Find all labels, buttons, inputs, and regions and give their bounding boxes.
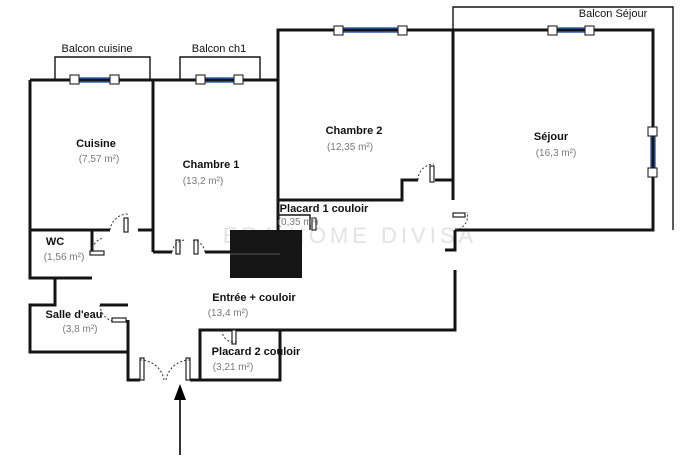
room-name-sejour: Séjour bbox=[534, 131, 569, 143]
room-area-entree: (13,4 m²) bbox=[208, 308, 249, 319]
door-cuisine bbox=[109, 213, 129, 233]
door-chambre2 bbox=[417, 163, 435, 183]
door-wc bbox=[89, 237, 105, 256]
window-sejour-right bbox=[647, 126, 658, 178]
balcony-ch1: Balcon ch1 bbox=[179, 43, 261, 80]
room-area-sejour: (16,3 m²) bbox=[536, 148, 577, 159]
window-chambre1 bbox=[195, 74, 244, 85]
door-salle-deau bbox=[99, 304, 127, 323]
balcony-label-sejour: Balcon Séjour bbox=[579, 8, 648, 20]
balcony-cuisine: Balcon cuisine bbox=[54, 43, 151, 80]
room-name-entree: Entrée + couloir bbox=[212, 292, 296, 304]
room-area-placard2: (3,21 m²) bbox=[213, 362, 254, 373]
room-area-chambre1: (13,2 m²) bbox=[183, 176, 224, 187]
window-chambre2 bbox=[333, 25, 408, 36]
door-sejour bbox=[452, 211, 469, 231]
room-area-placard1: (0,35 m²) bbox=[278, 217, 319, 228]
balcony-label-cuisine: Balcon cuisine bbox=[62, 43, 133, 55]
room-name-wc: WC bbox=[46, 236, 64, 248]
room-area-chambre2: (12,35 m²) bbox=[327, 142, 373, 153]
door-placard1 bbox=[311, 217, 317, 231]
room-name-chambre2: Chambre 2 bbox=[326, 125, 383, 137]
balcony-sejour: Balcon Séjour bbox=[452, 6, 674, 230]
room-area-salle-deau: (3,8 m²) bbox=[63, 324, 98, 335]
room-name-placard1: Placard 1 couloir bbox=[280, 203, 369, 215]
room-name-placard2: Placard 2 couloir bbox=[212, 346, 301, 358]
room-name-chambre1: Chambre 1 bbox=[183, 159, 240, 171]
window-sejour-top bbox=[547, 25, 595, 36]
room-area-cuisine: (7,57 m²) bbox=[79, 154, 120, 165]
entrance-arrow-icon bbox=[174, 384, 186, 455]
room-area-wc: (1,56 m²) bbox=[44, 252, 85, 263]
balcony-label-ch1: Balcon ch1 bbox=[192, 43, 246, 55]
window-cuisine bbox=[69, 74, 120, 85]
door-placard2 bbox=[221, 329, 237, 345]
room-name-cuisine: Cuisine bbox=[76, 138, 116, 150]
door-entrance bbox=[139, 357, 191, 381]
room-name-salle-deau: Salle d'eau bbox=[45, 309, 102, 321]
door-chambre1 bbox=[171, 239, 206, 255]
